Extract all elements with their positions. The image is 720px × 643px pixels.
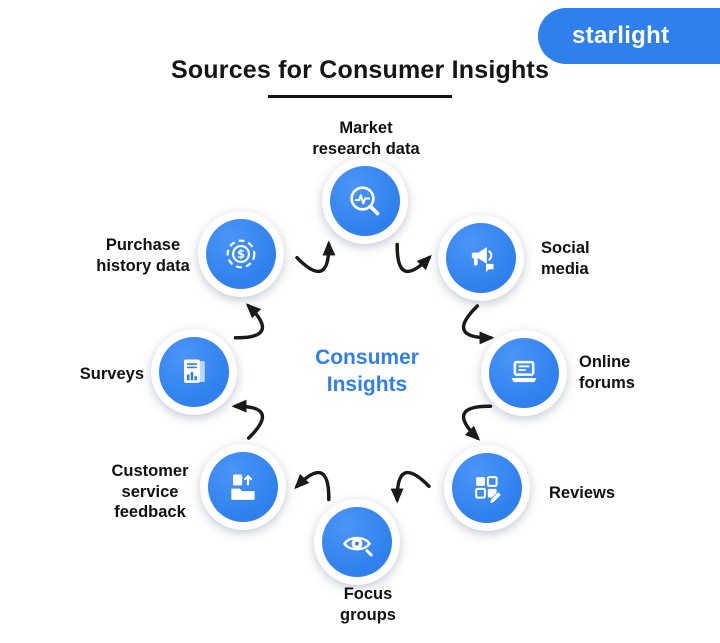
node-inner-circle xyxy=(452,453,522,523)
node-circle xyxy=(314,499,400,585)
node-label-social-media: Social media xyxy=(541,239,590,278)
node-online-forums xyxy=(481,330,567,416)
title-underline xyxy=(268,95,452,98)
node-surveys xyxy=(151,329,237,415)
node-circle xyxy=(322,158,408,244)
flow-arrow xyxy=(233,303,265,340)
magnifier-chart-icon xyxy=(350,186,380,216)
node-circle xyxy=(438,215,524,301)
survey-report-icon xyxy=(184,359,205,383)
checklist-pencil-icon xyxy=(475,476,502,504)
megaphone-social-icon xyxy=(471,247,494,273)
node-social-media xyxy=(438,215,524,301)
flow-arrow xyxy=(295,240,336,274)
node-label-purchase-history: Purchase history data xyxy=(96,236,190,275)
dollar-gear-icon: $ xyxy=(226,239,256,269)
node-circle xyxy=(444,445,530,531)
node-inner-circle xyxy=(159,337,229,407)
page-title: Sources for Consumer Insights xyxy=(170,56,550,84)
brand-badge: starlight xyxy=(538,8,720,64)
node-reviews xyxy=(444,445,530,531)
node-inner-circle xyxy=(446,223,516,293)
node-inner-circle: $ xyxy=(206,219,276,289)
node-circle: $ xyxy=(198,211,284,297)
node-customer-service-feedback xyxy=(200,444,286,530)
node-inner-circle xyxy=(330,166,400,236)
center-title: Consumer Insights xyxy=(315,346,419,397)
node-label-customer-service: Customer service feedback xyxy=(111,462,189,522)
node-label-online-forums: Online forums xyxy=(579,353,635,392)
node-inner-circle xyxy=(322,507,392,577)
eye-observation-icon xyxy=(342,536,373,557)
node-inner-circle xyxy=(489,338,559,408)
laptop-icon xyxy=(511,360,537,383)
flow-arrow xyxy=(395,242,432,274)
flow-arrow xyxy=(294,470,331,502)
node-circle xyxy=(200,444,286,530)
node-inner-circle xyxy=(208,452,278,522)
feedback-documents-icon xyxy=(231,474,255,500)
node-label-focus-groups: Focus groups xyxy=(340,585,396,624)
flow-arrow xyxy=(231,399,265,440)
node-market-research xyxy=(322,158,408,244)
node-circle xyxy=(481,330,567,416)
node-circle xyxy=(151,329,237,415)
brand-name: starlight xyxy=(572,22,670,49)
node-label-surveys: Surveys xyxy=(79,365,144,383)
node-focus-groups xyxy=(314,499,400,585)
node-label-market-research: Market research data xyxy=(312,119,420,158)
svg-text:$: $ xyxy=(237,247,245,261)
node-label-reviews: Reviews xyxy=(549,484,616,502)
node-purchase-history: $ xyxy=(198,211,284,297)
flow-arrow xyxy=(390,470,431,504)
